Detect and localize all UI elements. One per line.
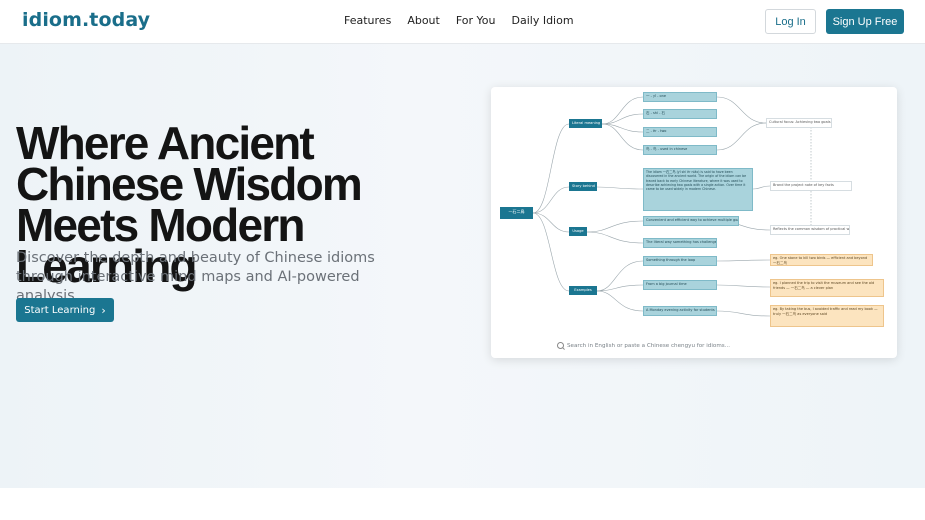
connector — [586, 231, 644, 244]
mindmap-root[interactable]: 一石二鳥 — [500, 207, 533, 219]
connector — [752, 185, 771, 190]
connector — [601, 123, 644, 151]
chevron-right-icon: › — [101, 303, 106, 317]
hero-headline: Where Ancient Chinese Wisdom Meets Moder… — [16, 117, 363, 292]
navbar: idiom.today Features About For You Daily… — [0, 0, 925, 44]
connector — [596, 284, 644, 292]
mindmap-search[interactable]: Search in English or paste a Chinese che… — [557, 342, 730, 349]
nav-link-about[interactable]: About — [407, 14, 440, 27]
connector — [601, 96, 644, 125]
signup-button[interactable]: Sign Up Free — [826, 9, 904, 34]
mindmap-preview: 一石二鳥 Literal meaning Story behind Usage … — [491, 87, 897, 358]
literal-item[interactable]: 一 - yī - one — [643, 92, 717, 102]
note-item[interactable]: Brand the project note of key facts — [770, 181, 852, 191]
nav-links: Features About For You Daily Idiom — [344, 14, 574, 27]
search-icon — [557, 342, 564, 349]
example-note[interactable]: eg. By taking the bus, I avoided traffic… — [770, 305, 884, 327]
connector — [716, 122, 767, 151]
hero-subtext: Discover the depth and beauty of Chinese… — [16, 250, 375, 304]
connector — [532, 186, 570, 214]
example-note[interactable]: eg. One stone to kill two birds — effici… — [770, 254, 873, 266]
literal-item[interactable]: 二 - èr - two — [643, 127, 717, 137]
usage-item[interactable]: The literal way something has challenges — [643, 238, 717, 248]
example-item[interactable]: Something through the loop — [643, 256, 717, 266]
example-note[interactable]: eg. I planned the trip to visit the muse… — [770, 279, 884, 297]
connector — [532, 123, 570, 214]
connector — [532, 212, 570, 292]
nav-link-daily-idiom[interactable]: Daily Idiom — [511, 14, 574, 27]
login-button[interactable]: Log In — [765, 9, 816, 34]
below-fold — [0, 488, 925, 520]
story-text[interactable]: The idiom 一石二鸟 (yī shí èr niǎo) is said … — [643, 168, 753, 211]
start-learning-button[interactable]: Start Learning › — [16, 298, 114, 322]
branch-literal-meaning[interactable]: Literal meaning — [569, 119, 602, 128]
branch-usage[interactable]: Usage — [569, 227, 587, 236]
connector — [716, 96, 767, 124]
note-item[interactable]: Reflects the common wisdom of practical … — [770, 225, 850, 235]
note-item[interactable]: Cultural focus: Achieving two goals in o… — [766, 118, 832, 128]
example-item[interactable]: A Monday evening activity for students — [643, 306, 717, 316]
connector — [716, 259, 771, 262]
branch-story-behind[interactable]: Story behind — [569, 182, 597, 191]
nav-link-for-you[interactable]: For You — [455, 14, 496, 27]
connector — [596, 186, 644, 190]
connector — [596, 260, 644, 292]
literal-item[interactable]: 鸟 - 鸟 - used in chinese — [643, 145, 717, 155]
nav-link-features[interactable]: Features — [344, 14, 392, 27]
mindmap-search-placeholder: Search in English or paste a Chinese che… — [567, 342, 731, 349]
connector — [532, 212, 570, 233]
start-learning-label: Start Learning — [24, 304, 96, 316]
connector — [716, 284, 771, 288]
example-item[interactable]: From a big journal time — [643, 280, 717, 290]
connector — [601, 113, 644, 125]
connector — [586, 220, 644, 233]
branch-examples[interactable]: Examples — [569, 286, 597, 295]
literal-item[interactable]: 石 - shí - 石 — [643, 109, 717, 119]
logo[interactable]: idiom.today — [22, 9, 151, 31]
mindmap-connectors — [532, 96, 812, 317]
connector — [596, 290, 644, 312]
usage-item[interactable]: Convenient and efficient way to achieve … — [643, 216, 739, 226]
connector — [716, 310, 771, 317]
